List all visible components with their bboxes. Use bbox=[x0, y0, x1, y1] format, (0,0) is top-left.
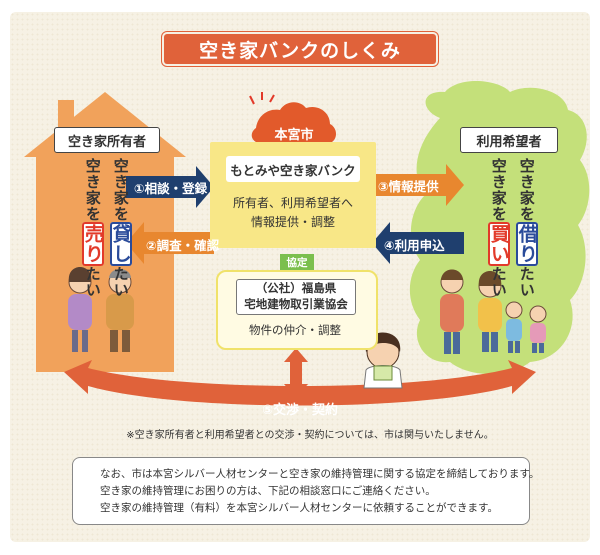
step3-label: ③情報提供 bbox=[378, 179, 439, 194]
user-wish-buy-em: 買い bbox=[487, 222, 510, 266]
city-spark-icon bbox=[249, 92, 275, 105]
arrow-step1 bbox=[126, 166, 214, 208]
arrow-step3 bbox=[372, 164, 464, 206]
owner-wish-rent-pre: 空き家を bbox=[111, 158, 130, 222]
owner-wish-sell-em: 売り bbox=[81, 222, 104, 266]
bank-desc-line2: 情報提供・調整 bbox=[250, 215, 335, 230]
user-family-illustration bbox=[440, 269, 547, 354]
step5-label: ⑤交渉・契約 bbox=[262, 403, 339, 418]
bank-title: もとみや空き家バンク bbox=[226, 156, 360, 182]
owner-wish-sell-post: たい bbox=[83, 266, 102, 298]
user-wish-borrow-pre: 空き家を bbox=[517, 158, 536, 222]
info-line3: 空き家の維持管理（有料）を本宮シルバー人材センターに依頼することができます。 bbox=[100, 502, 498, 514]
bank-desc-line1: 所有者、利用希望者へ bbox=[232, 196, 353, 210]
association-name-line1: （公社）福島県 bbox=[255, 281, 337, 296]
user-wish-buy: 空き家を買いたい bbox=[486, 158, 510, 298]
association-description: 物件の仲介・調整 bbox=[249, 323, 341, 337]
owner-people-illustration bbox=[68, 267, 134, 352]
user-label: 利用希望者 bbox=[460, 127, 558, 153]
bank-description: 所有者、利用希望者へ 情報提供・調整 bbox=[210, 194, 376, 232]
user-wish-borrow-em: 借り bbox=[515, 222, 538, 266]
association-name: （公社）福島県 宅地建物取引業協会 bbox=[236, 279, 356, 315]
house-shape bbox=[24, 92, 186, 372]
association-name-line2: 宅地建物取引業協会 bbox=[244, 297, 348, 311]
house-chimney bbox=[58, 100, 74, 134]
arrow-step2 bbox=[126, 222, 214, 264]
info-box bbox=[72, 457, 530, 525]
arrow-step5-exchange bbox=[64, 360, 536, 406]
page-title: 空き家バンクのしくみ bbox=[164, 34, 436, 64]
info-line1: なお、市は本宮シルバー人材センターと空き家の維持管理に関する協定を締結しておりま… bbox=[100, 468, 540, 480]
user-wish-borrow-post: たい bbox=[517, 266, 536, 298]
arrow-step4 bbox=[372, 222, 464, 264]
city-label: 本宮市 bbox=[274, 128, 314, 143]
owner-wish-rent-post: たい bbox=[111, 266, 130, 298]
step2-label: ②調査・確認 bbox=[146, 238, 220, 253]
info-line2: 空き家の維持管理にお困りの方は、下記の相談窓口にご連絡ください。 bbox=[100, 485, 436, 497]
owner-wish-sell-pre: 空き家を bbox=[83, 158, 102, 222]
arrow-association-exchange bbox=[284, 348, 308, 398]
owner-wish-sell: 空き家を売りたい bbox=[80, 158, 104, 298]
staff-illustration bbox=[363, 332, 403, 389]
step1-label: ①相談・登録 bbox=[134, 181, 208, 196]
agreement-label: 協定 bbox=[280, 254, 314, 270]
step4-label: ④利用申込 bbox=[384, 238, 445, 253]
owner-label: 空き家所有者 bbox=[54, 127, 160, 153]
user-wish-borrow: 空き家を借りたい bbox=[514, 158, 538, 298]
disclaimer-note: ※空き家所有者と利用希望者との交渉・契約については、市は関与いたしません。 bbox=[126, 430, 494, 441]
user-wish-buy-post: たい bbox=[489, 266, 508, 298]
city-map-icon bbox=[251, 102, 336, 143]
user-wish-buy-pre: 空き家を bbox=[489, 158, 508, 222]
owner-wish-rent: 空き家を貸したい bbox=[108, 158, 132, 298]
owner-wish-rent-em: 貸し bbox=[109, 222, 132, 266]
